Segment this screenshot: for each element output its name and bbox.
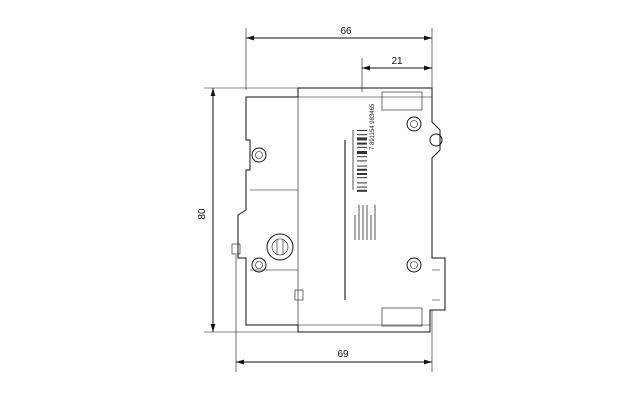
barcode-bar bbox=[357, 189, 367, 192]
screw-right-edge bbox=[429, 133, 443, 147]
barcode-bar bbox=[357, 182, 367, 184]
barcode-bar bbox=[357, 165, 367, 167]
barcode-bar bbox=[357, 186, 367, 188]
dimension-66: 66 bbox=[246, 26, 432, 41]
dimension-69: 69 bbox=[236, 349, 432, 365]
barcode-bar bbox=[357, 173, 367, 175]
adjust-knob bbox=[266, 233, 294, 261]
dimension-80-label: 80 bbox=[197, 208, 208, 220]
barcode bbox=[357, 130, 367, 192]
screw-top-right bbox=[406, 116, 422, 132]
screw-top-left bbox=[251, 147, 267, 163]
breaker-body bbox=[231, 87, 446, 333]
barcode-bar bbox=[357, 134, 367, 136]
barcode-bar bbox=[357, 142, 367, 145]
label-text-lines bbox=[344, 130, 376, 300]
barcode-bar bbox=[357, 130, 367, 131]
dimension-21-label: 21 bbox=[391, 56, 403, 67]
dimension-80: 80 bbox=[197, 88, 216, 332]
barcode-bar bbox=[357, 160, 367, 162]
screw-bottom-left bbox=[251, 257, 267, 273]
screw-bottom-right bbox=[406, 257, 422, 273]
dimension-69-label: 69 bbox=[337, 349, 349, 360]
barcode-bar bbox=[357, 156, 367, 158]
dimension-66-label: 66 bbox=[340, 26, 352, 37]
barcode-bar bbox=[357, 146, 367, 148]
barcode-bar bbox=[357, 151, 367, 154]
barcode-bar bbox=[357, 168, 367, 171]
extension-lines bbox=[204, 28, 433, 372]
barcode-digits: 7 891154 983465 bbox=[370, 103, 376, 150]
barcode-bar bbox=[357, 177, 367, 179]
dimension-21: 21 bbox=[362, 56, 432, 71]
barcode-bar bbox=[357, 137, 367, 141]
product-label: 7 891154 983465 bbox=[344, 103, 376, 300]
